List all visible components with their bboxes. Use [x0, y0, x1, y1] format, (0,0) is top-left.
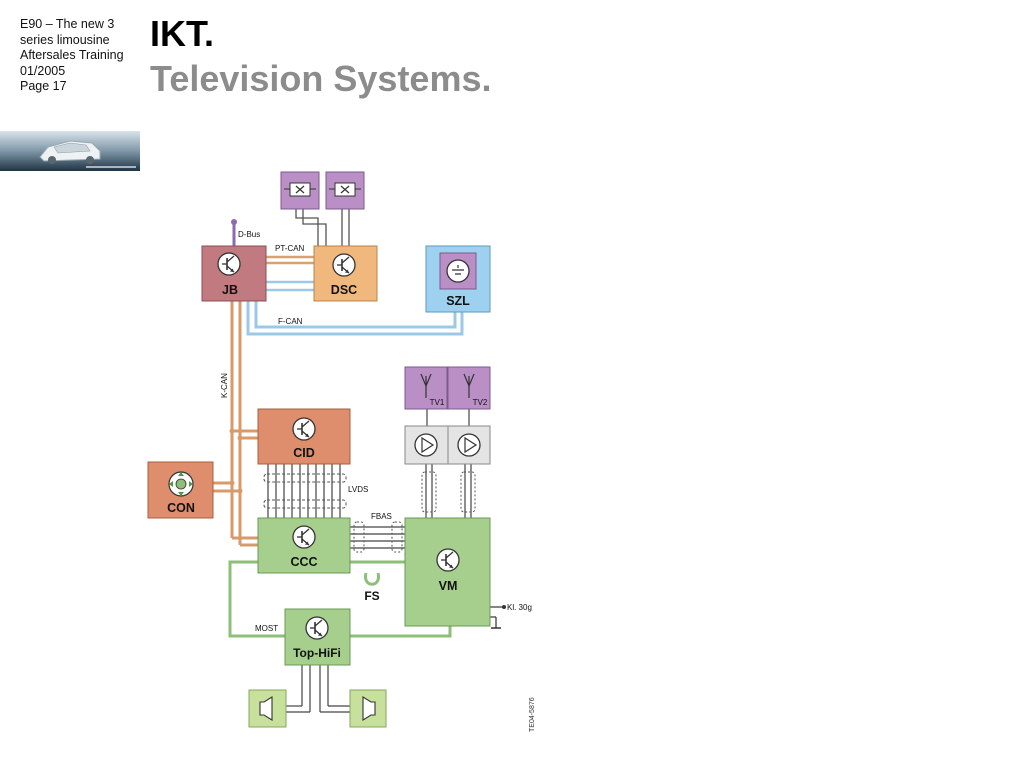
- module-top-hifi-label: Top-HiFi: [293, 646, 341, 660]
- figure-id: TE04-5876: [529, 697, 536, 732]
- slide-info-line: Aftersales Training: [20, 48, 124, 62]
- antenna-tv1: TV1: [404, 366, 448, 410]
- label-pt-can: PT-CAN: [275, 244, 305, 253]
- antenna-tv2-label: TV2: [473, 398, 488, 407]
- module-dsc: DSC: [313, 245, 378, 302]
- module-dsc-label: DSC: [331, 283, 357, 297]
- label-k-can: K-CAN: [220, 373, 229, 398]
- module-con: CON: [147, 461, 214, 519]
- transistor-icon: [332, 253, 356, 277]
- antenna-amplifier-1: [404, 425, 449, 465]
- speaker-icon: [362, 696, 376, 721]
- antenna-tv2: TV2: [447, 366, 491, 410]
- label-lvds: LVDS: [348, 485, 368, 494]
- module-con-label: CON: [167, 501, 195, 515]
- transistor-icon: [292, 525, 316, 549]
- amplifier-icon: [464, 436, 478, 454]
- module-szl: SZL: [425, 245, 491, 313]
- module-top-hifi: Top-HiFi: [284, 608, 351, 666]
- transistor-icon: [292, 417, 316, 441]
- label-fbas: FBAS: [371, 512, 392, 521]
- car-banner-image: [0, 131, 140, 171]
- antenna-icon: [463, 373, 475, 398]
- page-subtitle: Television Systems.: [150, 58, 492, 99]
- slide-info-line: E90 – The new 3: [20, 17, 115, 31]
- label-kl30g: Kl. 30g: [507, 603, 532, 612]
- speaker-right: [349, 689, 387, 728]
- speaker-left: [248, 689, 287, 728]
- amplifier-icon: [421, 436, 435, 454]
- transistor-icon: [436, 548, 460, 572]
- transistor-icon: [305, 616, 329, 640]
- steering-wheel-icon: [446, 259, 470, 283]
- label-fs: FS: [364, 589, 379, 603]
- label-most: MOST: [255, 624, 278, 633]
- label-d-bus: D-Bus: [238, 230, 260, 239]
- wheel-sensor-2: [325, 171, 365, 210]
- page-title: IKT.: [150, 13, 215, 54]
- label-f-can: F-CAN: [278, 317, 303, 326]
- module-szl-label: SZL: [446, 294, 470, 308]
- transistor-icon: [217, 252, 241, 276]
- slide-info-line: 01/2005: [20, 63, 66, 78]
- speaker-icon: [259, 696, 273, 721]
- slide-info: E90 – The new 3 series limousine Aftersa…: [20, 17, 140, 95]
- antenna-tv1-label: TV1: [430, 398, 445, 407]
- wheel-sensor-1: [280, 171, 320, 210]
- module-jb: JB: [201, 245, 267, 302]
- antenna-amplifier-2: [447, 425, 491, 465]
- module-cid: CID: [257, 408, 351, 465]
- module-ccc: CCC: [257, 517, 351, 574]
- module-jb-label: JB: [222, 283, 238, 297]
- d-bus-connector: [231, 219, 237, 225]
- slide-info-line: Page 17: [20, 79, 67, 93]
- module-vm-label: VM: [439, 579, 458, 593]
- car-icon: [39, 140, 101, 164]
- module-ccc-label: CCC: [290, 555, 317, 569]
- antenna-icon: [420, 373, 432, 398]
- module-cid-label: CID: [293, 446, 315, 460]
- slide-info-line: series limousine: [20, 32, 110, 47]
- module-vm: VM: [404, 517, 491, 627]
